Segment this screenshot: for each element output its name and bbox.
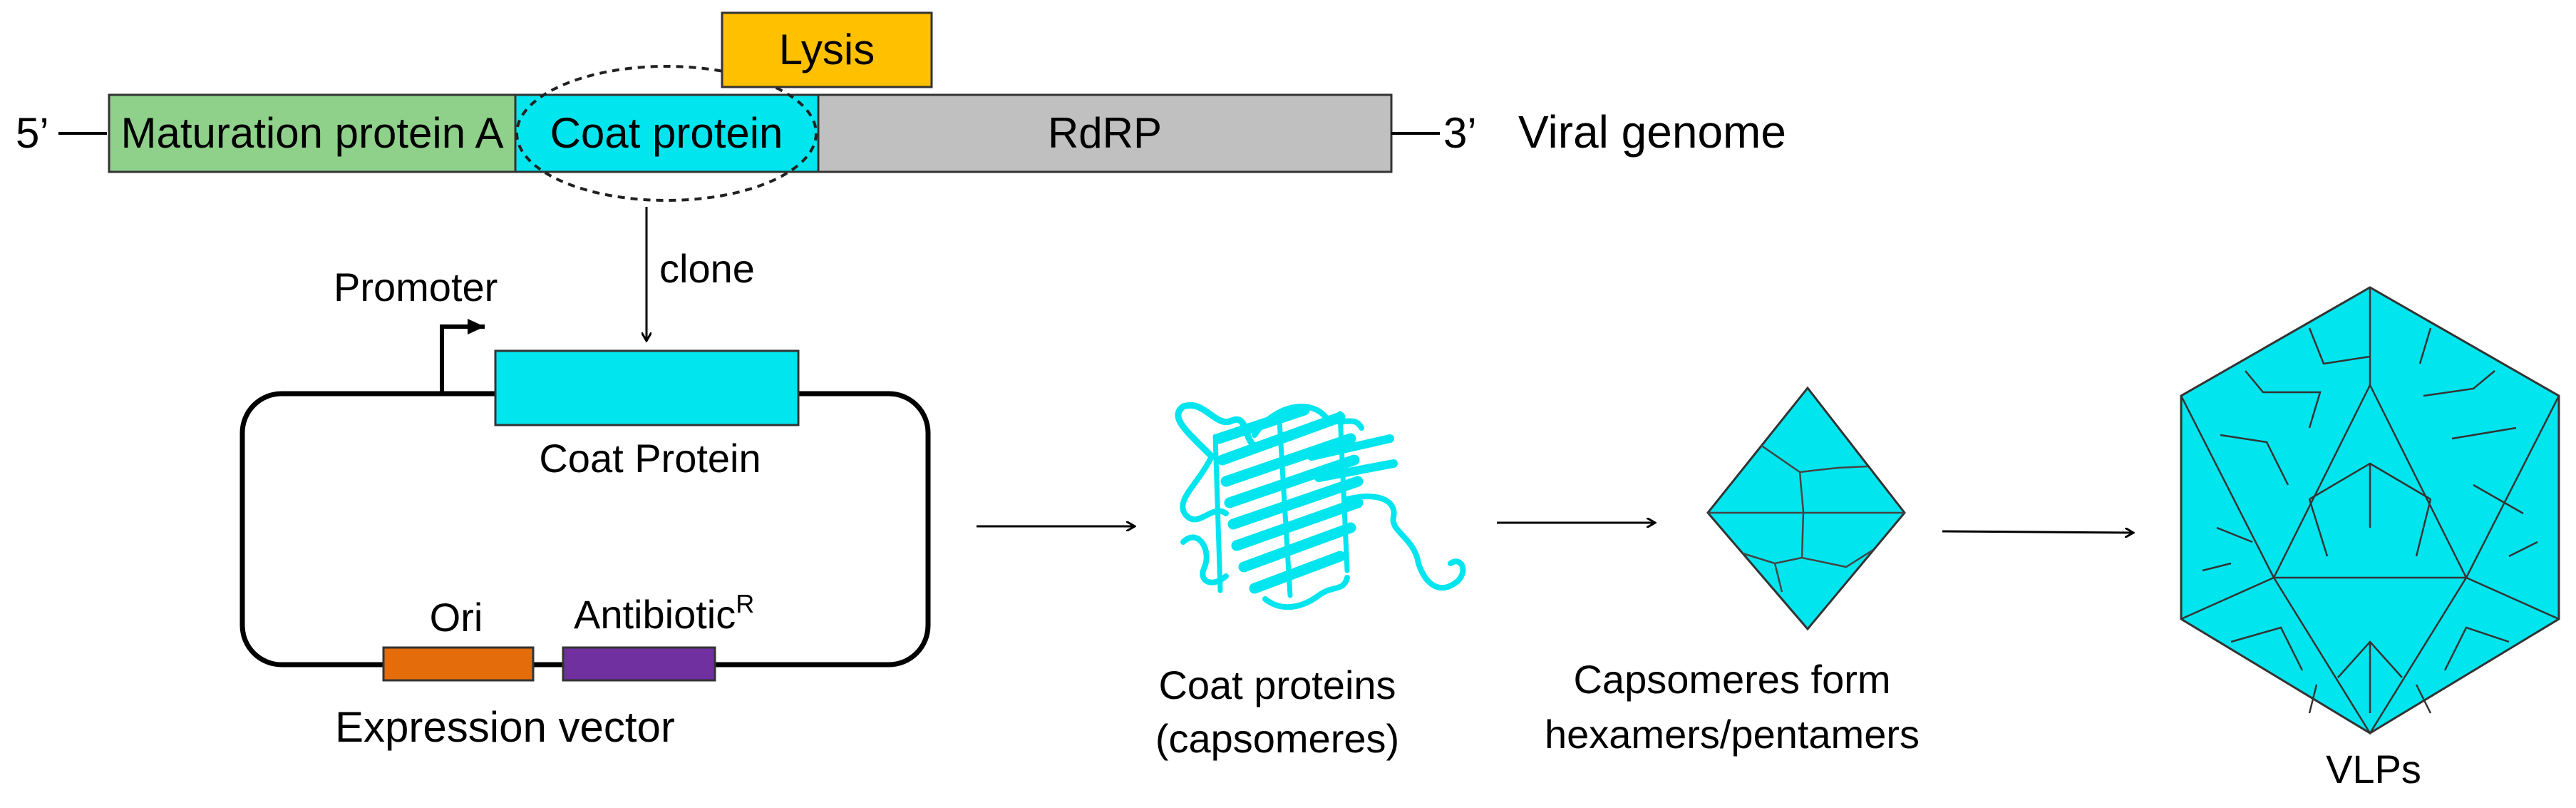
antibiotic-resistance-element [562, 646, 716, 682]
ribbon-loop-bottom [1262, 575, 1350, 610]
vlp-facets [2180, 287, 2560, 735]
capsomeres-caption-line2: hexamers/pentamers [1545, 712, 1920, 757]
ribbon-loop-left [1180, 454, 1229, 523]
ribbon-turns [1212, 411, 1350, 598]
rdrp-box [817, 93, 1393, 173]
capsomeres-caption-line1: Capsomeres form [1573, 657, 1890, 702]
lysis-label: Lysis [779, 26, 875, 73]
rdrp-label: RdRP [1048, 109, 1162, 157]
vlp-primary-edges [2180, 287, 2560, 735]
antibiotic-label: AntibioticR [574, 589, 754, 637]
clone-label: clone [659, 246, 755, 291]
three-prime-label: 3’ [1443, 109, 1477, 157]
coat-proteins-caption-line2: (capsomeres) [1155, 716, 1399, 761]
capsomere-diamond [1706, 386, 1906, 631]
coat-protein-dashed-ellipse [515, 65, 818, 202]
coat-protein-label: Coat protein [550, 109, 783, 157]
coat-protein-ribbon-structure [1175, 402, 1466, 610]
vector-coat-protein-label: Coat Protein [539, 436, 761, 481]
vlps-caption: VLPs [2326, 747, 2421, 792]
maturation-protein-a-label: Maturation protein A [121, 109, 504, 157]
five-prime-label: 5’ [16, 109, 49, 157]
ori-label: Ori [430, 595, 483, 640]
capsomere-outline [1706, 386, 1906, 631]
coat-proteins-caption-line1: Coat proteins [1158, 663, 1396, 707]
viral-genome-title: Viral genome [1518, 106, 1786, 158]
expression-vector: Promoter Coat Protein Ori AntibioticR Ex… [239, 265, 931, 751]
clone-step: clone [646, 207, 755, 341]
ribbon-strands-right [1307, 434, 1398, 482]
ribbon-loop-top-right [1252, 404, 1364, 438]
arrow-capsomeres-to-vlps [1942, 531, 2133, 533]
ribbon-loop-lower-left [1180, 534, 1229, 585]
vlp-icosahedron [2180, 286, 2560, 735]
vlp-minor-facets [2202, 327, 2538, 714]
ribbon-tail-right [1344, 494, 1466, 591]
vlp-central-triangle [2272, 383, 2468, 579]
promoter-arrow [440, 319, 485, 394]
viral-genome: 5’ Maturation protein A Coat protein RdR… [16, 11, 1786, 202]
promoter-label: Promoter [334, 265, 498, 310]
lysis-box [721, 11, 933, 88]
coat-protein-box [514, 93, 820, 173]
expression-vector-caption: Expression vector [335, 703, 675, 751]
ori-element [382, 646, 535, 682]
capsomere-facets [1708, 444, 1905, 593]
vector-coat-protein-insert [494, 349, 800, 426]
